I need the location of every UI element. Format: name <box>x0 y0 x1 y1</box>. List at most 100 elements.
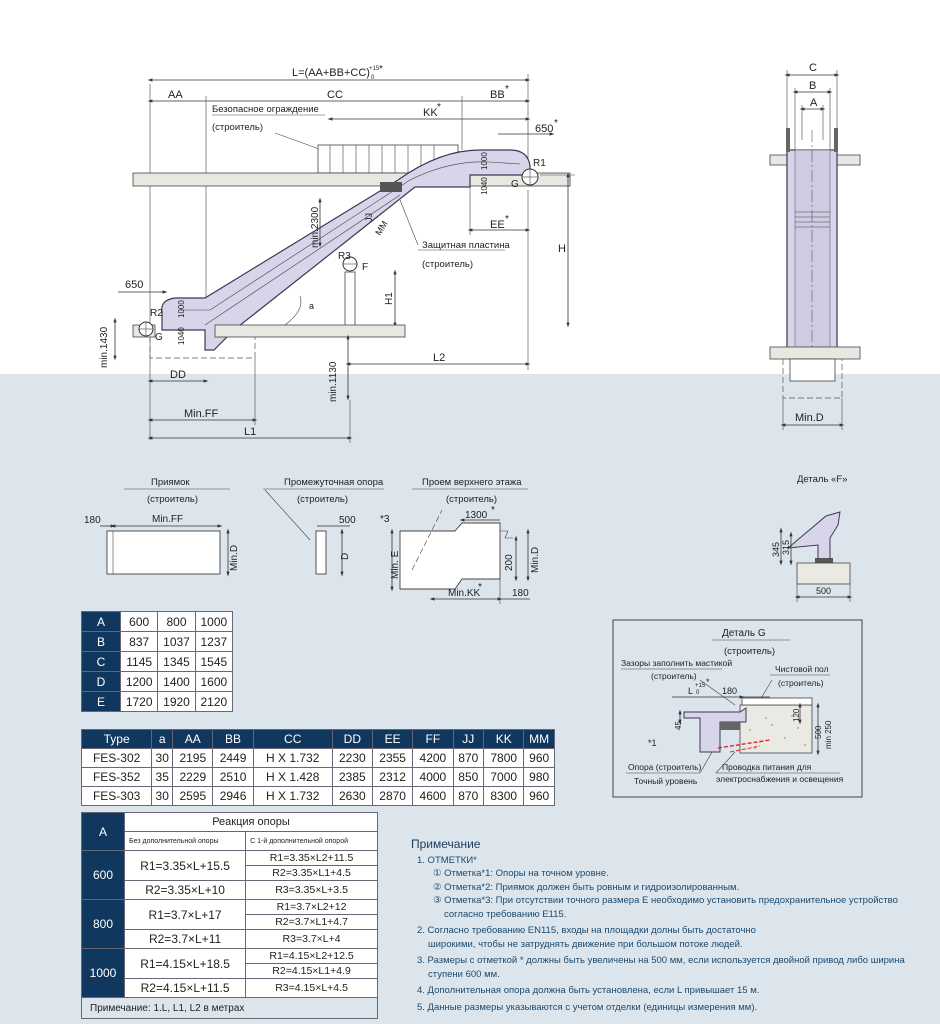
label-mid-title: Промежуточная опора <box>284 477 384 488</box>
svg-text:1000: 1000 <box>480 152 489 170</box>
label-open-title: Проем верхнего этажа <box>422 477 522 488</box>
label-detailG-support1: Опора (строитель) <box>628 762 702 772</box>
svg-text:*: * <box>491 505 495 516</box>
formula-without: R2=4.15×L+11.5 <box>123 978 247 998</box>
reactions-footnote: Примечание: 1.L, L1, L2 в метрах <box>81 997 378 1019</box>
intermediate-support <box>344 271 356 327</box>
formula-with: R2=4.15×L1+4.9 <box>245 963 378 979</box>
note-1c-cont: согласно требованию E115. <box>444 908 567 920</box>
table-cell: 2230 <box>331 748 373 768</box>
label-H1: H1 <box>384 292 395 305</box>
table-cell: 1200 <box>119 671 159 692</box>
label-detailG-45: 45 <box>674 721 683 730</box>
label-min1130: min.1130 <box>328 361 339 402</box>
pit-plan <box>106 530 221 575</box>
column-header: a <box>151 729 174 749</box>
table-cell: 960 <box>523 748 555 768</box>
svg-text:*: * <box>706 677 710 687</box>
detailF-base <box>796 562 851 585</box>
formula-with: R1=3.7×L2+12 <box>245 899 378 915</box>
label-detailF-title: Деталь «F» <box>797 474 847 485</box>
svg-text:0: 0 <box>696 690 700 696</box>
svg-text:*: * <box>437 102 441 113</box>
row-header-a: 600 <box>81 850 125 900</box>
label-minFF: Min.FF <box>184 408 219 420</box>
formula-with: R1=3.35×L2+11.5 <box>245 850 378 866</box>
table-cell: 2449 <box>212 748 254 768</box>
table-cell: 870 <box>452 786 485 806</box>
column-header-a: A <box>81 812 125 851</box>
table-cell: 4600 <box>412 786 454 806</box>
column-header: MM <box>523 729 555 749</box>
label-detailG-gap1: Зазоры заполнить мастикой <box>621 658 732 668</box>
label-detailG-finish2: (строитель) <box>778 678 824 688</box>
side-lower-slab <box>769 346 861 360</box>
label-AA: AA <box>168 89 183 101</box>
table-cell: H X 1.732 <box>252 786 333 806</box>
formula-with: R2=3.35×L1+4.5 <box>245 865 378 881</box>
label-star: * <box>379 64 383 75</box>
column-header: BB <box>212 729 254 749</box>
escalator-truss <box>161 149 531 351</box>
table-cell: 1600 <box>194 671 234 692</box>
table-cell: 35 <box>151 767 174 787</box>
label-G-top: G <box>511 179 519 190</box>
label-open-minD: Min.D <box>530 547 541 573</box>
label-EE: EE <box>490 219 505 231</box>
table-cell: 980 <box>523 767 555 787</box>
note-1c: ③ Отметка*3: При отсутствии точного разм… <box>433 895 898 906</box>
table-cell: 30 <box>151 748 174 768</box>
detailG-truss-end <box>683 707 747 753</box>
table-row: R2=3.35×L1+4.5 <box>82 865 378 881</box>
label-open-200: 200 <box>504 554 515 571</box>
label-detailG-mark1: *1 <box>648 738 657 748</box>
label-detailG-min250: min 250 <box>824 720 833 749</box>
label-650-top: 650 <box>535 123 553 135</box>
svg-text:+15: +15 <box>695 683 706 689</box>
label-mid-500: 500 <box>339 515 356 526</box>
label-min1430: min.1430 <box>99 326 110 368</box>
table-cell: 870 <box>452 748 485 768</box>
detailG-panel <box>612 619 863 798</box>
label-detailG-gap2: (строитель) <box>651 671 697 681</box>
formula-with: R3=3.35×L+3.5 <box>245 880 378 900</box>
label-open-1300: 1300 <box>465 510 488 521</box>
upper-support-bracket <box>380 182 402 192</box>
row-header-a: A <box>81 611 121 632</box>
label-detailG-support2: Точный уровень <box>634 776 698 786</box>
notes-block: Примечание 1. ОТМЕТКИ* ① Отметка*1: Опор… <box>411 837 931 1014</box>
table-cell: 7800 <box>483 748 525 768</box>
lower-floor-slab <box>214 324 406 338</box>
table-cell: 1145 <box>119 651 159 672</box>
subheader-without: Без дополнительной опоры <box>123 831 247 851</box>
svg-text:*: * <box>505 214 509 225</box>
column-header: CC <box>252 729 333 749</box>
column-header: JJ <box>452 729 485 749</box>
label-detailG-cable1: Проводка питания для <box>722 762 812 772</box>
table-cell: 4000 <box>412 767 454 787</box>
table-cell: 960 <box>523 786 555 806</box>
table-cell: 1720 <box>119 691 159 712</box>
formula-with: R3=4.15×L+4.5 <box>245 978 378 998</box>
table-cell: 800 <box>157 611 196 632</box>
label-CC: CC <box>327 89 343 101</box>
note-4: 4. Дополнительная опора должна быть уста… <box>417 985 760 996</box>
label-pit-180: 180 <box>84 515 101 526</box>
table-cell: 2120 <box>194 691 234 712</box>
lower-pit-outline <box>149 337 256 359</box>
label-guard-1: Безопасное ограждение <box>212 104 319 115</box>
note-1a: ① Отметка*1: Опоры на точном уровне. <box>433 868 609 879</box>
subheader-with: С 1-й дополнительной опорой <box>245 831 378 851</box>
label-detailG-sub: (строитель) <box>724 646 775 657</box>
table-cell: 2195 <box>172 748 214 768</box>
table-cell: 1400 <box>157 671 196 692</box>
row-header-a: 1000 <box>81 948 125 998</box>
formula-without: R1=3.7×L+17 <box>123 899 247 930</box>
label-pit-minFF: Min.FF <box>152 514 183 525</box>
label-detailG-L: L <box>688 686 693 696</box>
